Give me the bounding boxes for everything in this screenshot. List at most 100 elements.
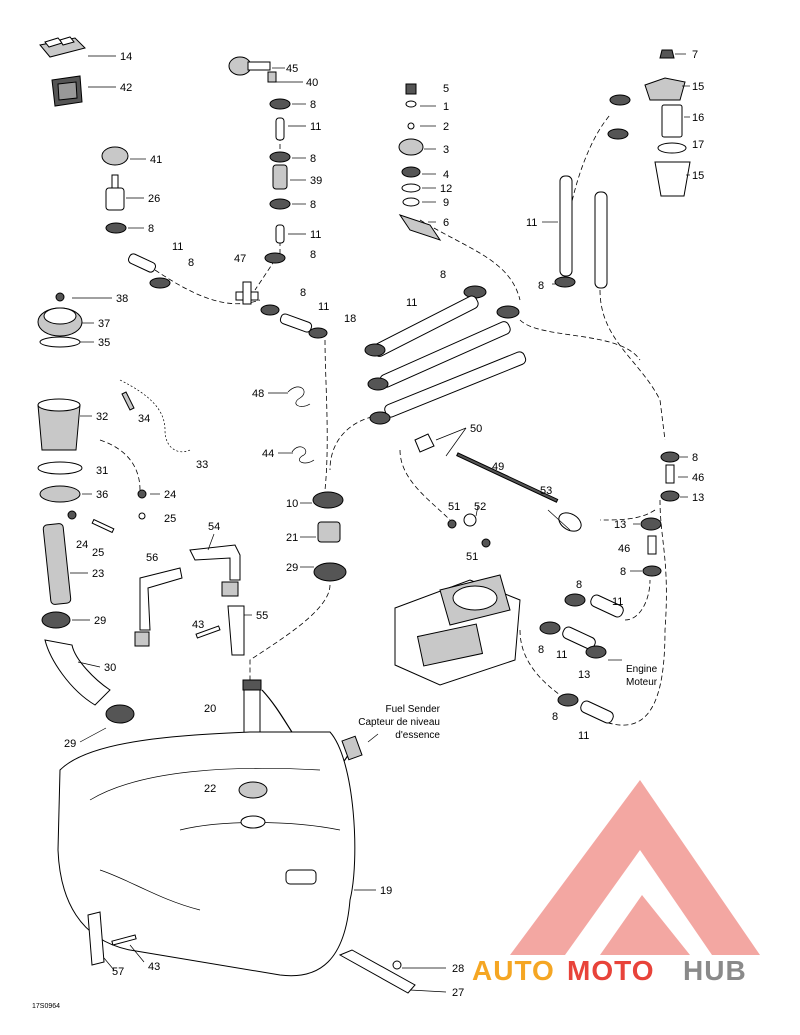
callout-54: 54 xyxy=(208,521,220,533)
watermark-part-2: MOTO xyxy=(567,955,654,986)
callout-37: 37 xyxy=(98,318,110,330)
filler-hose-23 xyxy=(41,523,72,629)
leader-lines xyxy=(70,53,690,993)
callout-20: 20 xyxy=(204,703,216,715)
callout-7: 7 xyxy=(692,49,698,61)
callout-29: 29 xyxy=(64,738,76,750)
callout-numbers: 14 42 45 40 8 11 8 39 8 11 8 5 1 2 3 4 1… xyxy=(64,49,704,999)
strap-54 xyxy=(189,544,241,597)
callout-29: 29 xyxy=(94,615,106,627)
callout-8: 8 xyxy=(310,199,316,211)
fuel-sender-label-fr-1: Capteur de niveau xyxy=(358,717,440,728)
pad-42 xyxy=(51,75,83,107)
callout-8: 8 xyxy=(148,223,154,235)
callout-13: 13 xyxy=(692,492,704,504)
tee-fitting-47 xyxy=(235,281,328,339)
callout-2: 2 xyxy=(443,121,449,133)
callout-27: 27 xyxy=(452,987,464,999)
callout-8: 8 xyxy=(310,99,316,111)
callout-53: 53 xyxy=(540,485,552,497)
callout-11: 11 xyxy=(526,217,537,229)
callout-11: 11 xyxy=(406,297,417,309)
callout-26: 26 xyxy=(148,193,160,205)
adapter-stack xyxy=(312,491,347,582)
fuel-sender-label-fr-2: d'essence xyxy=(395,730,440,741)
watermark-part-1: AUTO xyxy=(472,955,555,986)
callout-8: 8 xyxy=(620,566,626,578)
callout-11: 11 xyxy=(310,121,321,133)
callout-15: 15 xyxy=(692,170,704,182)
drawing-code: 17S0964 xyxy=(32,1003,60,1010)
carburetor xyxy=(394,574,624,724)
callout-25: 25 xyxy=(164,513,176,525)
callout-6: 6 xyxy=(443,217,449,229)
fuel-sender-label: Fuel Sender xyxy=(386,704,441,715)
clamps-column-upper xyxy=(264,98,291,264)
callout-28: 28 xyxy=(452,963,464,975)
callout-21: 21 xyxy=(286,532,298,544)
callout-11: 11 xyxy=(172,241,183,253)
sender-parts xyxy=(414,433,582,548)
callout-8: 8 xyxy=(310,249,316,261)
engine-label-fr: Moteur xyxy=(626,677,658,688)
callout-1: 1 xyxy=(443,101,449,113)
callout-13: 13 xyxy=(614,519,626,531)
callout-46: 46 xyxy=(692,472,704,484)
callout-8: 8 xyxy=(310,153,316,165)
callout-32: 32 xyxy=(96,411,108,423)
callout-24: 24 xyxy=(164,489,176,501)
callout-46: 46 xyxy=(618,543,630,555)
filler-neck-32 xyxy=(37,398,83,503)
fuel-tank-19 xyxy=(57,731,356,977)
callout-49: 49 xyxy=(492,461,504,473)
callout-11: 11 xyxy=(578,730,589,742)
callout-17: 17 xyxy=(692,139,704,151)
callout-12: 12 xyxy=(440,183,452,195)
vertical-tubes xyxy=(554,175,608,289)
callout-24: 24 xyxy=(76,539,88,551)
callout-57: 57 xyxy=(112,966,124,978)
callout-47: 47 xyxy=(234,253,246,265)
callout-40: 40 xyxy=(306,77,318,89)
callout-55: 55 xyxy=(256,610,268,622)
callout-8: 8 xyxy=(440,269,446,281)
callout-52: 52 xyxy=(474,501,486,513)
callout-35: 35 xyxy=(98,337,110,349)
fitting-41-26 xyxy=(101,146,171,289)
callout-5: 5 xyxy=(443,83,449,95)
callout-22: 22 xyxy=(204,783,216,795)
callout-50: 50 xyxy=(470,423,482,435)
callout-41: 41 xyxy=(150,154,162,166)
right-fittings xyxy=(640,451,680,577)
inline-filter xyxy=(607,49,691,197)
callout-33: 33 xyxy=(196,459,208,471)
callout-39: 39 xyxy=(310,175,322,187)
vent-valve-45 xyxy=(228,56,277,83)
callout-8: 8 xyxy=(300,287,306,299)
callout-4: 4 xyxy=(443,169,449,181)
callout-11: 11 xyxy=(310,229,321,241)
diagonal-hoses xyxy=(364,285,527,425)
callout-56: 56 xyxy=(146,552,158,564)
callout-45: 45 xyxy=(286,63,298,75)
callout-9: 9 xyxy=(443,197,449,209)
callout-51: 51 xyxy=(448,501,460,513)
callout-25: 25 xyxy=(92,547,104,559)
callout-15: 15 xyxy=(692,81,704,93)
chain-33 xyxy=(119,379,191,453)
watermark-text: AUTO MOTO HUB xyxy=(472,955,747,986)
bracket-55 xyxy=(195,605,245,656)
callout-29: 29 xyxy=(286,562,298,574)
callout-43: 43 xyxy=(148,961,160,973)
text-labels: Fuel Sender Capteur de niveau d'essence … xyxy=(32,664,658,1010)
watermark-part-3: HUB xyxy=(683,955,747,986)
strap-56 xyxy=(134,567,183,647)
brackets-57-27 xyxy=(87,911,416,994)
callout-51: 51 xyxy=(466,551,478,563)
callout-42: 42 xyxy=(120,82,132,94)
callout-8: 8 xyxy=(576,579,582,591)
callout-11: 11 xyxy=(556,649,567,661)
callout-34: 34 xyxy=(138,413,150,425)
bracket-14 xyxy=(39,36,86,58)
